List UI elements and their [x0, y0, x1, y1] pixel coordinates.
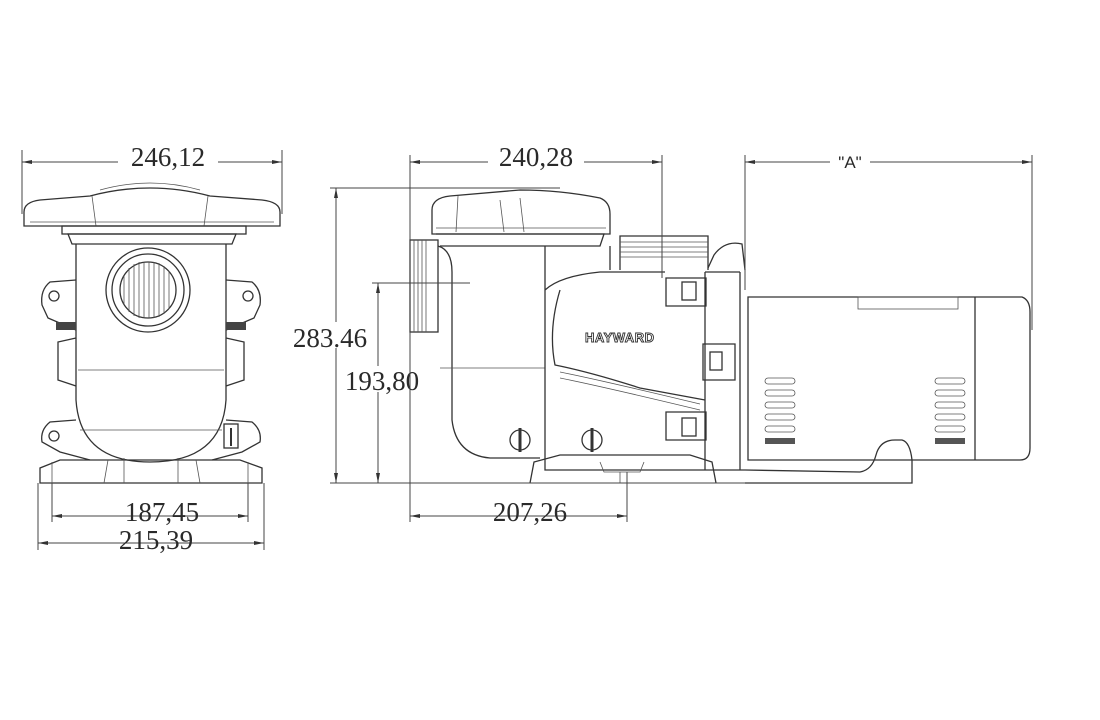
- drain-plug: [509, 428, 531, 452]
- dimension-base-length: 207,26: [493, 497, 567, 527]
- dimension-pump-length: 240,28: [499, 142, 573, 172]
- dimension-base-outer-width: 215,39: [119, 525, 193, 555]
- strainer-port: [105, 247, 191, 333]
- hayward-logo: HAYWARD: [585, 330, 654, 345]
- dimension-motor-length: "A": [838, 153, 861, 172]
- dimension-inlet-height: 193,80: [345, 366, 419, 396]
- dimension-front-width: 246,12: [131, 142, 205, 172]
- front-dimensions: 246,12 187,45 215,39: [21, 142, 283, 555]
- dimension-base-inner-width: 187,45: [125, 497, 199, 527]
- front-view: [23, 182, 281, 484]
- drain-plug: [581, 428, 603, 452]
- motor: [747, 296, 1031, 461]
- side-view: HAYWARD: [409, 189, 1031, 484]
- side-dimensions: 283.46 193,80 240,28 207,26 "A": [284, 142, 1033, 527]
- dimension-overall-height: 283.46: [293, 323, 367, 353]
